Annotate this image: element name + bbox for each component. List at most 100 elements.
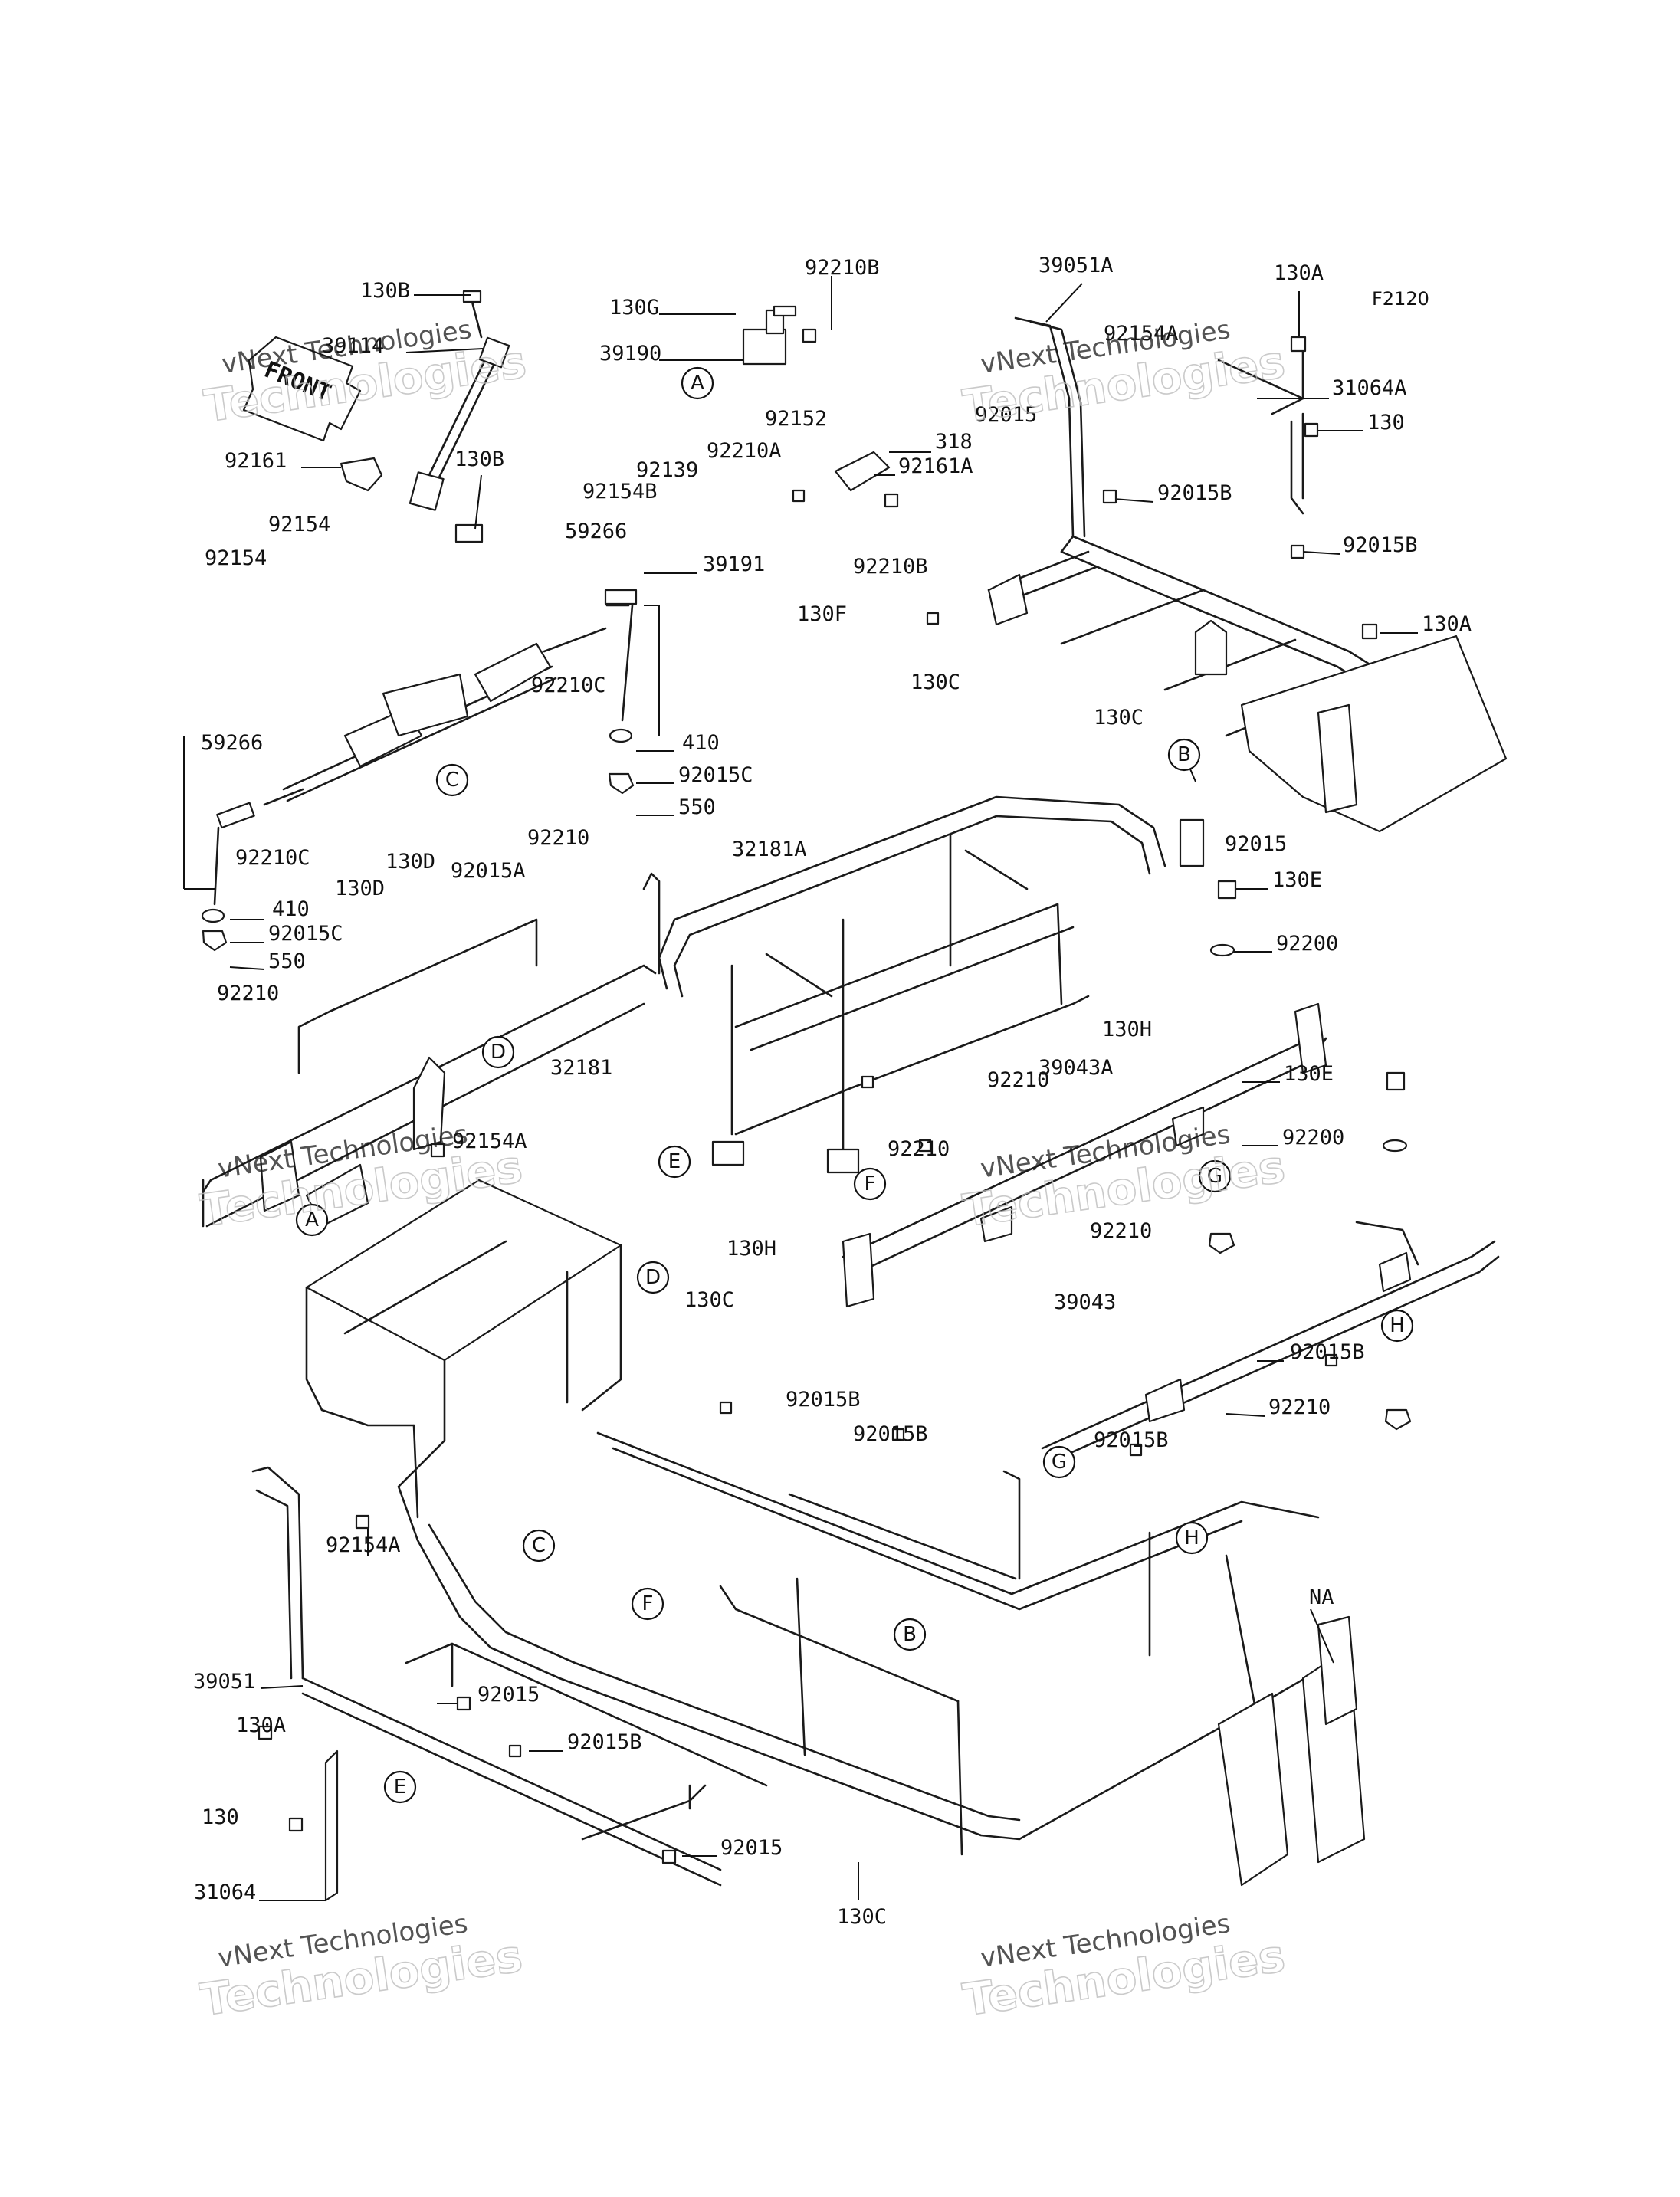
ref-circle-letter: A	[691, 372, 704, 395]
ref-circle-ring	[631, 1587, 664, 1621]
callout-130G[interactable]: 130G	[609, 296, 659, 320]
ref-circle-b: B	[893, 1618, 927, 1651]
callout-32181A[interactable]: 32181A	[732, 838, 807, 861]
ref-circle-ring	[658, 1145, 691, 1179]
callout-92154A_top[interactable]: 92154A	[1104, 322, 1179, 346]
callout-39051A[interactable]: 39051A	[1039, 254, 1114, 277]
callout-130A_bot[interactable]: 130A	[236, 1713, 286, 1737]
callout-130B_top[interactable]: 130B	[360, 279, 410, 303]
callout-130A_mid[interactable]: 130A	[1422, 612, 1472, 636]
callout-92015_d[interactable]: 92015	[720, 1836, 783, 1860]
callout-130F[interactable]: 130F	[797, 602, 847, 626]
callout-92015_c[interactable]: 92015	[477, 1683, 540, 1707]
ref-circle-letter: A	[305, 1208, 319, 1231]
callout-92161[interactable]: 92161	[225, 449, 287, 473]
ref-circle-c: C	[522, 1529, 556, 1562]
callout-92210_a[interactable]: 92210	[527, 826, 589, 850]
callout-92161A[interactable]: 92161A	[898, 454, 973, 478]
callout-92015B_g[interactable]: 92015B	[567, 1730, 642, 1754]
callout-92015A[interactable]: 92015A	[451, 859, 526, 883]
callout-92015C_left[interactable]: 92015C	[268, 922, 343, 946]
callout-318[interactable]: 318	[935, 430, 973, 454]
callout-130C_a[interactable]: 130C	[911, 671, 960, 694]
ref-circle-letter: F	[865, 1172, 876, 1195]
callout-550_top[interactable]: 550	[678, 795, 716, 819]
callout-92210_c[interactable]: 92210	[987, 1068, 1049, 1092]
callout-31064[interactable]: 31064	[194, 1881, 256, 1904]
callout-39114[interactable]: 39114	[322, 334, 384, 358]
ref-circle-g: G	[1198, 1159, 1232, 1193]
frame-39051	[251, 1466, 768, 1902]
callout-39190[interactable]: 39190	[599, 342, 661, 366]
callout-92139[interactable]: 92139	[636, 458, 698, 482]
ref-circle-ring	[853, 1167, 887, 1201]
callout-410_left[interactable]: 410	[272, 897, 310, 921]
callout-130C_b[interactable]: 130C	[1094, 706, 1144, 730]
callout-NA[interactable]: NA	[1309, 1585, 1334, 1609]
callout-92015B_c[interactable]: 92015B	[786, 1388, 861, 1412]
ref-circle-letter: C	[445, 769, 459, 792]
ref-circle-ring	[1167, 738, 1201, 772]
callout-39191[interactable]: 39191	[703, 553, 765, 576]
callout-92015B_e[interactable]: 92015B	[853, 1422, 928, 1446]
callout-130_top[interactable]: 130	[1367, 411, 1405, 434]
tie-rod-end-left	[201, 802, 255, 952]
callout-92015B_a[interactable]: 92015B	[1157, 481, 1232, 505]
callout-59266_top[interactable]: 59266	[565, 520, 627, 543]
callout-130C_d[interactable]: 130C	[837, 1905, 887, 1929]
callout-92200_b[interactable]: 92200	[1282, 1126, 1344, 1149]
callout-130B_mid[interactable]: 130B	[454, 448, 504, 471]
callout-92210A[interactable]: 92210A	[707, 439, 782, 463]
callout-130H_b[interactable]: 130H	[727, 1237, 776, 1261]
callout-92210_f[interactable]: 92210	[1268, 1395, 1331, 1419]
callout-130D_b[interactable]: 130D	[335, 877, 385, 900]
callout-130E_a[interactable]: 130E	[1272, 868, 1322, 892]
callout-92015B_f[interactable]: 92015B	[1094, 1428, 1169, 1452]
callout-92154B[interactable]: 92154B	[582, 480, 658, 503]
callout-550_left[interactable]: 550	[268, 949, 306, 973]
callout-32181[interactable]: 32181	[550, 1056, 612, 1080]
callout-92154A_bot[interactable]: 92154A	[326, 1533, 401, 1557]
callout-92015_b[interactable]: 92015	[1225, 832, 1287, 856]
callout-410_top[interactable]: 410	[682, 731, 720, 755]
ref-circle-f: F	[631, 1587, 664, 1621]
callout-92210_e[interactable]: 92210	[1090, 1219, 1152, 1243]
callout-39051[interactable]: 39051	[193, 1670, 255, 1694]
callout-92200_a[interactable]: 92200	[1276, 932, 1338, 956]
callout-92210C_left[interactable]: 92210C	[235, 846, 310, 870]
callout-130_bot[interactable]: 130	[202, 1805, 239, 1829]
ref-circle-e: E	[658, 1145, 691, 1179]
callout-92210C_top[interactable]: 92210C	[531, 674, 606, 697]
steering-shaft	[409, 290, 510, 543]
callout-92015_a[interactable]: 92015	[975, 403, 1037, 427]
callout-130A_top[interactable]: 130A	[1274, 261, 1324, 285]
callout-92210B_mid[interactable]: 92210B	[853, 555, 928, 579]
callout-31064A[interactable]: 31064A	[1332, 376, 1407, 400]
callout-59266_left[interactable]: 59266	[201, 731, 263, 755]
callout-92015B_d[interactable]: 92015B	[1290, 1340, 1365, 1364]
callout-39043A[interactable]: 39043A	[1039, 1056, 1114, 1080]
callout-130C_c[interactable]: 130C	[684, 1288, 734, 1312]
callout-92154A_mid[interactable]: 92154A	[452, 1130, 527, 1153]
ref-circle-letter: E	[668, 1150, 681, 1173]
callout-92015C_top[interactable]: 92015C	[678, 763, 753, 787]
callout-92210_d[interactable]: 92210	[888, 1137, 950, 1161]
callout-92154_a[interactable]: 92154	[268, 513, 330, 536]
figure-code: F2120	[1372, 288, 1429, 310]
ref-circle-letter: G	[1207, 1165, 1222, 1188]
callout-39043[interactable]: 39043	[1054, 1290, 1116, 1314]
callout-92152[interactable]: 92152	[765, 407, 827, 431]
callout-92210B_top[interactable]: 92210B	[805, 256, 880, 280]
callout-92210_b[interactable]: 92210	[217, 982, 279, 1005]
callout-130H_a[interactable]: 130H	[1102, 1018, 1152, 1041]
ref-circle-ring	[435, 763, 469, 797]
callout-92154_b[interactable]: 92154	[205, 546, 267, 570]
callout-130E_b[interactable]: 130E	[1284, 1062, 1334, 1086]
ref-circle-ring	[681, 366, 714, 400]
callout-92015B_b[interactable]: 92015B	[1343, 533, 1418, 557]
bracket-31064A	[1217, 336, 1304, 515]
leader-lines	[183, 276, 1418, 1901]
callout-130D_a[interactable]: 130D	[386, 850, 435, 874]
